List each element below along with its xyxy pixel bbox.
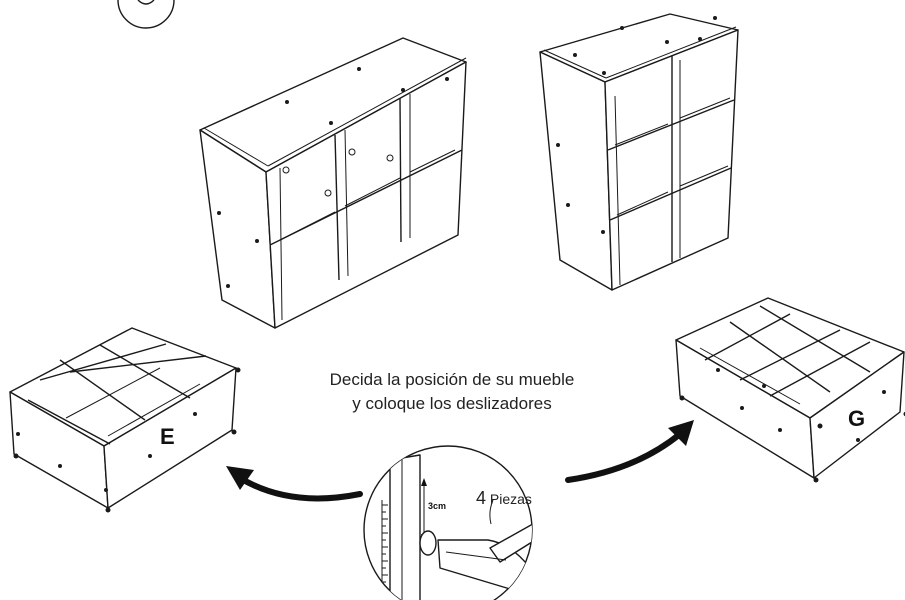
shelf-flat-g xyxy=(675,297,905,483)
shelf-vertical xyxy=(539,13,739,291)
step-circle xyxy=(117,0,175,29)
detail-circle xyxy=(363,445,533,600)
shelf-horizontal xyxy=(199,37,467,329)
arrow-left xyxy=(226,466,363,502)
dimension-label: 3cm xyxy=(428,501,447,511)
instruction-line-1: Decida la posición de su mueble xyxy=(329,370,575,389)
pieces-text: Piezas xyxy=(489,491,532,507)
pieces-count: 4 xyxy=(476,488,487,508)
instruction-text: Decida la posición de su mueble y coloqu… xyxy=(262,368,642,416)
hammer xyxy=(437,519,532,595)
option-label-g: G xyxy=(848,406,866,431)
arrow-right xyxy=(565,420,694,483)
option-label-e: E xyxy=(160,424,175,449)
pieces-label: 4 Piezas xyxy=(476,488,532,509)
shelf-flat-e xyxy=(9,327,241,513)
instruction-line-2: y coloque los deslizadores xyxy=(352,394,552,413)
